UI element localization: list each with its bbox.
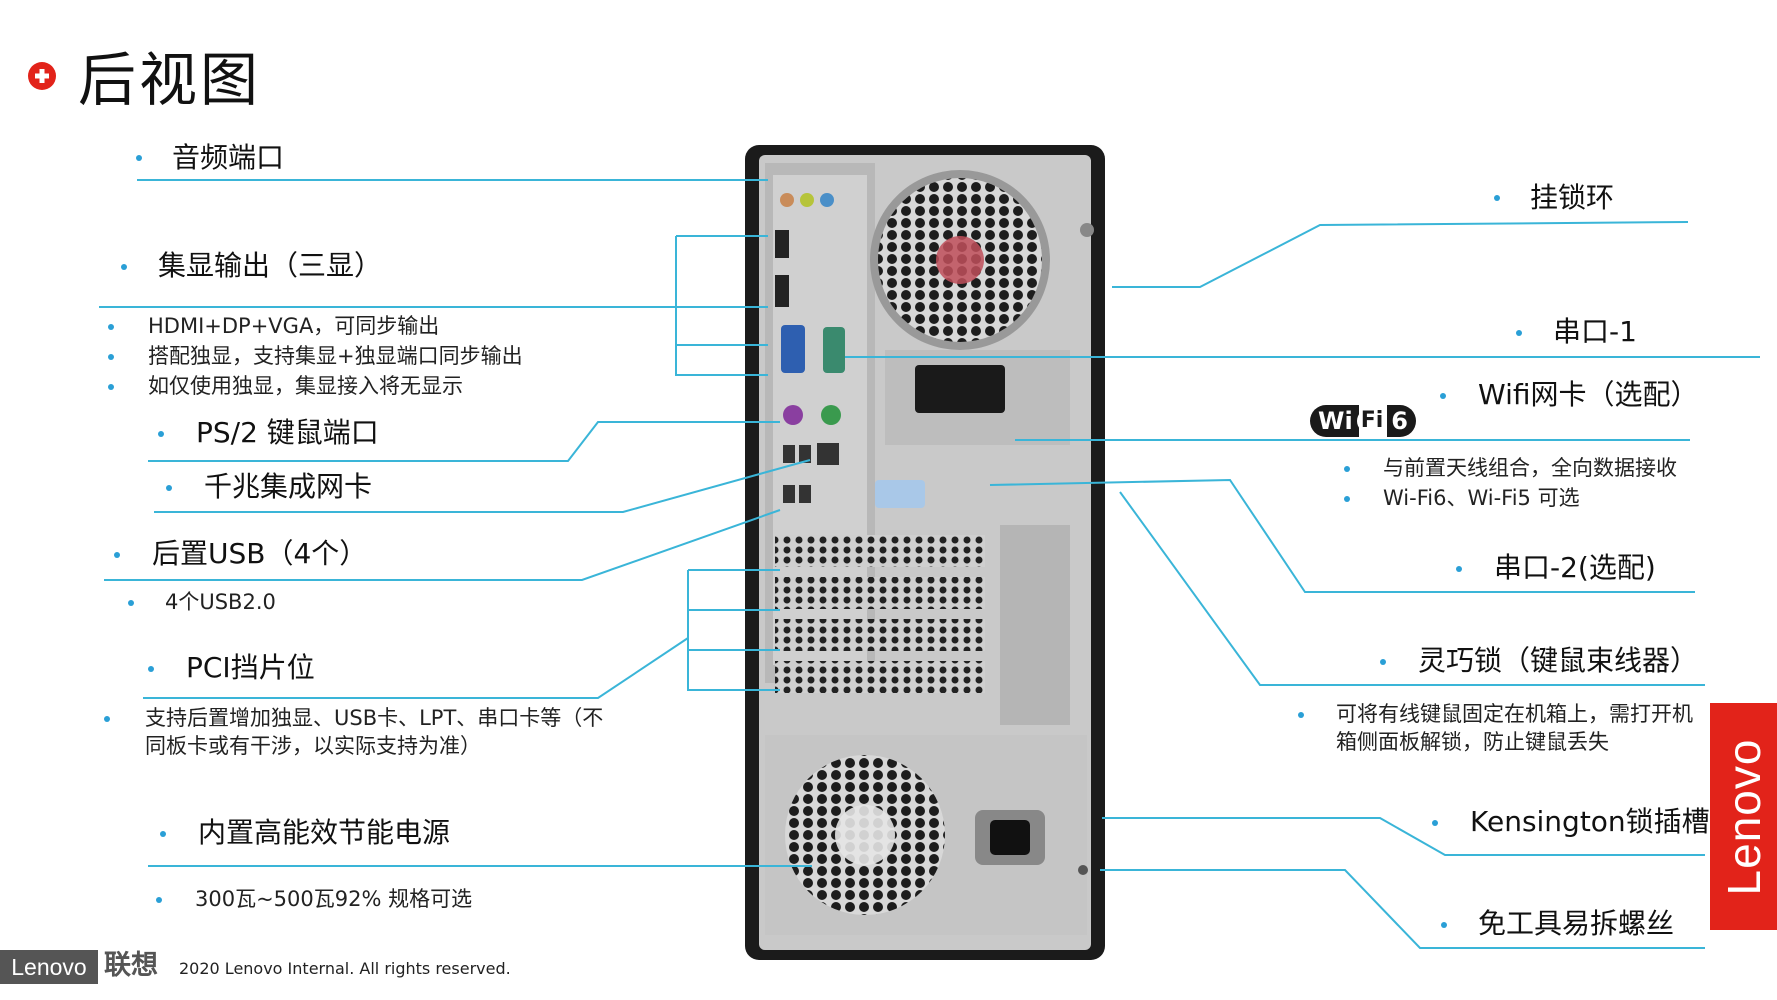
bullet-icon [104, 716, 110, 722]
label-gigabit-nic: 千兆集成网卡 [204, 470, 373, 503]
bullet-icon [1432, 820, 1438, 826]
bullet-icon [108, 354, 114, 360]
bullet-icon [1380, 659, 1386, 665]
bullet-icon [158, 431, 164, 437]
bullet-icon [1516, 330, 1522, 336]
label-psu: 内置高能效节能电源 [198, 816, 451, 849]
label-wifi-card: Wifi网卡（选配） [1478, 378, 1699, 411]
label-ps2: PS/2 键鼠端口 [196, 416, 379, 449]
igpu-bullet-3: 如仅使用独显，集显接入将无显示 [148, 374, 463, 398]
footer-copyright: 2020 Lenovo Internal. All rights reserve… [179, 959, 511, 978]
page-title: 后视图 [78, 46, 262, 114]
wifi-logo-fi: Fi [1356, 409, 1388, 433]
label-tool-free-screws: 免工具易拆螺丝 [1478, 907, 1675, 940]
label-serial-1: 串口-1 [1553, 315, 1637, 348]
bullet-icon [114, 552, 120, 558]
label-kensington: Kensington锁插槽 [1470, 805, 1710, 838]
label-pci-slots: PCI挡片位 [186, 651, 315, 684]
bullet-icon [148, 666, 154, 672]
psu-bullet: 300瓦~500瓦92% 规格可选 [195, 887, 473, 911]
bullet-icon [108, 324, 114, 330]
wifi-bullet-1: 与前置天线组合，全向数据接收 [1383, 456, 1677, 480]
footer-lenovo-logo: Lenovo [0, 950, 98, 984]
bullet-icon [1441, 922, 1447, 928]
side-brand-text: Lenovo [1717, 738, 1770, 895]
bullet-icon [1456, 566, 1462, 572]
bullet-icon [1344, 466, 1350, 472]
footer-brand-cn: 联想 [104, 950, 158, 981]
pci-bullet: 支持后置增加独显、USB卡、LPT、串口卡等（不同板卡或有干涉，以实际支持为准） [145, 706, 604, 758]
pc-rear-image [745, 145, 1105, 960]
igpu-bullet-2: 搭配独显，支持集显+独显端口同步输出 [148, 344, 523, 368]
bullet-icon [156, 897, 162, 903]
rear-usb-bullet: 4个USB2.0 [165, 590, 276, 614]
igpu-bullet-1: HDMI+DP+VGA，可同步输出 [148, 314, 440, 338]
bullet-icon [121, 264, 127, 270]
bullet-icon [128, 600, 134, 606]
wifi6-logo: Wi Fi 6 [1310, 403, 1416, 439]
label-audio-port: 音频端口 [172, 141, 285, 174]
label-cable-lock: 灵巧锁（键鼠束线器） [1418, 644, 1699, 677]
label-padlock-ring: 挂锁环 [1530, 181, 1615, 214]
label-rear-usb: 后置USB（4个） [152, 537, 368, 570]
bullet-icon [160, 831, 166, 837]
bullet-icon [136, 155, 142, 161]
label-igpu-output: 集显输出（三显） [158, 249, 383, 282]
cable-lock-bullet: 可将有线键鼠固定在机箱上，需打开机箱侧面板解锁，防止键鼠丢失 [1336, 702, 1693, 754]
bullet-icon [166, 485, 172, 491]
wifi-logo-six: 6 [1387, 405, 1416, 437]
wifi-bullet-2: Wi-Fi6、Wi-Fi5 可选 [1383, 486, 1580, 510]
title-bullet-icon [28, 62, 56, 90]
bullet-icon [1344, 496, 1350, 502]
bullet-icon [108, 384, 114, 390]
bullet-icon [1494, 195, 1500, 201]
wifi-logo-main: Wi [1310, 405, 1359, 437]
lenovo-side-logo: Lenovo [1710, 703, 1777, 930]
bullet-icon [1298, 712, 1304, 718]
bullet-icon [1440, 393, 1446, 399]
label-serial-2: 串口-2(选配) [1494, 551, 1656, 584]
